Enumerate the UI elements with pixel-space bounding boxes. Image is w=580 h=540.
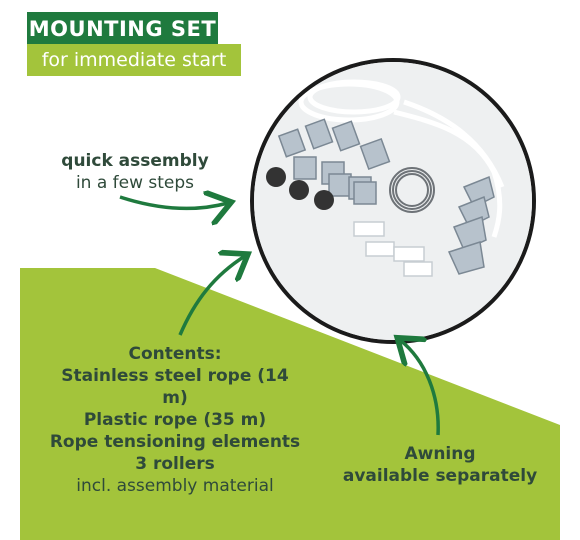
mounting-set-title: MOUNTING SET (27, 12, 218, 46)
contents-line-normal: incl. assembly material (76, 476, 274, 496)
awning-callout: Awning available separately (340, 443, 540, 487)
brackets (277, 118, 391, 205)
rollers (266, 167, 334, 210)
quick-assembly-callout: quick assembly in a few steps (50, 150, 220, 194)
awning-line: Awning (404, 444, 476, 464)
plastic-rope-coil (298, 79, 505, 238)
contents-callout: Contents: Stainless steel rope (14 m) Pl… (40, 343, 310, 497)
contents-line: Stainless steel rope (14 (61, 366, 289, 386)
steel-rope-coil (389, 167, 435, 213)
contents-line: 3 rollers (135, 454, 215, 474)
clamps (353, 221, 433, 277)
contents-line: Rope tensioning elements (49, 432, 301, 452)
contents-line: m) (162, 388, 188, 408)
right-brackets (447, 175, 495, 275)
contents-line: Plastic rope (35 m) (83, 410, 267, 430)
awning-line: available separately (342, 466, 538, 486)
quick-assembly-normal: in a few steps (75, 173, 195, 193)
immediate-start-subtitle: for immediate start (27, 44, 241, 76)
mounting-kit-illustration (254, 62, 532, 340)
quick-assembly-bold: quick assembly (61, 151, 209, 171)
product-photo (250, 58, 536, 344)
contents-line: Contents: (128, 344, 222, 364)
